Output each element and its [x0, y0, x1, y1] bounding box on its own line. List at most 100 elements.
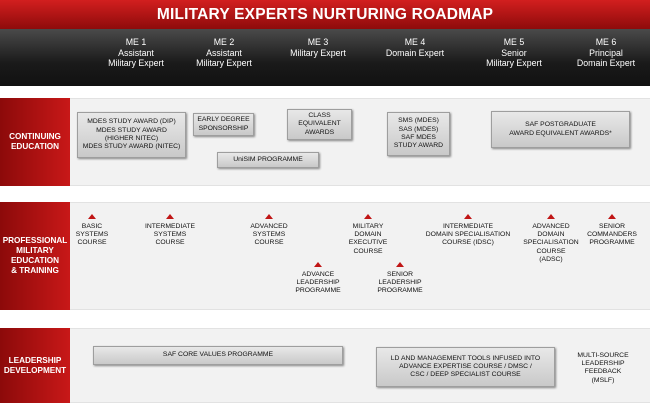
label-line: EDUCATION: [10, 256, 60, 265]
title-bar: MILITARY EXPERTS NURTURING ROADMAP: [0, 0, 650, 29]
course-line: INTERMEDIATE: [442, 223, 494, 230]
early-degree-sponsorship-box: EARLY DEGREE SPONSORSHIP: [193, 113, 254, 136]
text-line: (MSLF): [591, 376, 615, 384]
course-line: COURSE: [77, 239, 107, 247]
label-line: LEADERSHIP: [8, 355, 62, 365]
course-line: SENIOR: [386, 271, 414, 278]
saf-core-values-programme-box: SAF CORE VALUES PROGRAMME: [93, 346, 343, 365]
course-line: DOMAIN SPECIALISATION: [425, 231, 511, 239]
box-line: SAF POSTGRADUATE: [525, 121, 596, 129]
pmet-row: [70, 202, 650, 310]
course-advanced-systems: ADVANCED SYSTEMS COURSE: [224, 214, 314, 248]
box-line: MDES STUDY AWARD (NITEC): [82, 143, 181, 151]
section-label-continuing-education: CONTINUING EDUCATION: [0, 98, 70, 186]
box-line: UniSIM PROGRAMME: [233, 155, 303, 163]
stage-title: Domain Expert: [576, 58, 636, 68]
unisim-programme-box: UniSIM PROGRAMME: [217, 152, 319, 168]
label-line: EDUCATION: [10, 142, 60, 151]
course-line: SYSTEMS: [75, 231, 109, 239]
milestone-triangle-icon: [166, 214, 174, 219]
course-line: COURSE: [536, 247, 566, 255]
course-line: LEADERSHIP: [378, 279, 422, 287]
stage-level: ME 2: [213, 37, 235, 47]
course-line: SYSTEMS: [153, 231, 187, 239]
page-title: MILITARY EXPERTS NURTURING ROADMAP: [156, 5, 494, 23]
ld-management-tools-box: LD AND MANAGEMENT TOOLS INFUSED INTO ADV…: [376, 347, 555, 387]
stage-me2: ME 2 Assistant Military Expert: [174, 37, 274, 69]
course-line: DOMAIN: [537, 231, 565, 239]
stage-level: ME 1: [125, 37, 147, 47]
course-military-domain-executive: MILITARY DOMAIN EXECUTIVE COURSE: [323, 214, 413, 256]
box-line: CLASS: [308, 112, 331, 120]
milestone-triangle-icon: [265, 214, 273, 219]
course-line: COURSE: [254, 239, 284, 247]
course-adsc: ADVANCED DOMAIN SPECIALISATION COURSE (A…: [506, 214, 596, 264]
box-line: STUDY AWARD: [393, 142, 444, 150]
course-line: LEADERSHIP: [296, 279, 340, 287]
course-line: COMMANDERS: [587, 231, 637, 239]
text-line: MULTI-SOURCE: [577, 352, 629, 359]
milestone-triangle-icon: [608, 214, 616, 219]
text-line: LEADERSHIP: [581, 360, 625, 368]
course-line: MILITARY: [352, 223, 384, 230]
course-line: BASIC: [81, 223, 103, 230]
course-line: ADVANCE: [301, 271, 335, 278]
box-line: CSC / DEEP SPECIALIST COURSE: [410, 371, 521, 379]
box-line: LD AND MANAGEMENT TOOLS INFUSED INTO: [390, 354, 541, 362]
course-advance-leadership-programme: ADVANCE LEADERSHIP PROGRAMME: [273, 262, 363, 296]
course-line: SPECIALISATION: [523, 239, 579, 247]
stage-me6: ME 6 Principal Domain Expert: [556, 37, 650, 69]
multi-source-leadership-feedback: MULTI-SOURCE LEADERSHIP FEEDBACK (MSLF): [563, 352, 643, 385]
section-label-leadership-development: LEADERSHIP DEVELOPMENT: [0, 328, 70, 403]
text-line: FEEDBACK: [584, 368, 622, 376]
milestone-triangle-icon: [547, 214, 555, 219]
stage-level: ME 6: [595, 37, 617, 47]
course-intermediate-systems: INTERMEDIATE SYSTEMS COURSE: [125, 214, 215, 248]
course-basic-systems: BASIC SYSTEMS COURSE: [47, 214, 137, 248]
milestone-triangle-icon: [88, 214, 96, 219]
class-equivalent-awards-box: CLASS EQUIVALENT AWARDS: [287, 109, 352, 140]
label-line: DEVELOPMENT: [3, 365, 67, 375]
milestone-triangle-icon: [314, 262, 322, 267]
milestone-triangle-icon: [396, 262, 404, 267]
box-line: SAS (MDES): [398, 125, 439, 133]
box-line: SPONSORSHIP: [198, 124, 249, 132]
label-line: & TRAINING: [11, 266, 59, 275]
box-line: SMS (MDES): [398, 117, 439, 125]
stage-me1: ME 1 Assistant Military Expert: [86, 37, 186, 69]
course-line: INTERMEDIATE: [144, 223, 196, 230]
course-line: COURSE (IDSC): [442, 239, 494, 247]
course-line: SENIOR: [598, 223, 626, 230]
milestone-triangle-icon: [464, 214, 472, 219]
stage-me3: ME 3 Military Expert: [268, 37, 368, 58]
course-line: ADVANCED: [532, 223, 570, 230]
box-line: AWARDS: [304, 128, 335, 136]
stage-title: Senior: [501, 47, 527, 58]
stage-title: Domain Expert: [385, 47, 445, 58]
course-line: EXECUTIVE: [348, 239, 388, 247]
stage-me5: ME 5 Senior Military Expert: [464, 37, 564, 69]
stage-title: Military Expert: [108, 58, 164, 68]
course-line: PROGRAMME: [295, 287, 341, 295]
course-line: ADVANCED: [250, 223, 288, 230]
course-line: COURSE: [155, 239, 185, 247]
stage-title: Assistant: [118, 47, 154, 58]
section-label-pmet: PROFESSIONAL MILITARY EDUCATION & TRAINI…: [0, 202, 70, 310]
course-line: PROGRAMME: [589, 239, 635, 247]
box-line: EARLY DEGREE: [197, 116, 250, 124]
box-line: MDES STUDY AWARD (DIP): [87, 118, 176, 126]
stage-title: Military Expert: [290, 47, 346, 58]
stage-title: Principal: [589, 47, 623, 58]
box-line: (HIGHER NITEC): [104, 135, 159, 142]
saf-postgraduate-award-box: SAF POSTGRADUATE AWARD EQUIVALENT AWARDS…: [491, 111, 630, 148]
box-line: MDES STUDY AWARD: [96, 126, 167, 134]
stage-level: ME 3: [307, 37, 329, 47]
label-line: MILITARY: [16, 246, 54, 255]
stage-level: ME 5: [503, 37, 525, 47]
course-line: DOMAIN: [354, 231, 382, 239]
box-line: EQUIVALENT: [298, 120, 341, 128]
course-line: (ADSC): [539, 255, 563, 263]
course-idsc: INTERMEDIATE DOMAIN SPECIALISATION COURS…: [418, 214, 518, 248]
label-line: CONTINUING: [9, 132, 61, 141]
stage-me4: ME 4 Domain Expert: [365, 37, 465, 58]
